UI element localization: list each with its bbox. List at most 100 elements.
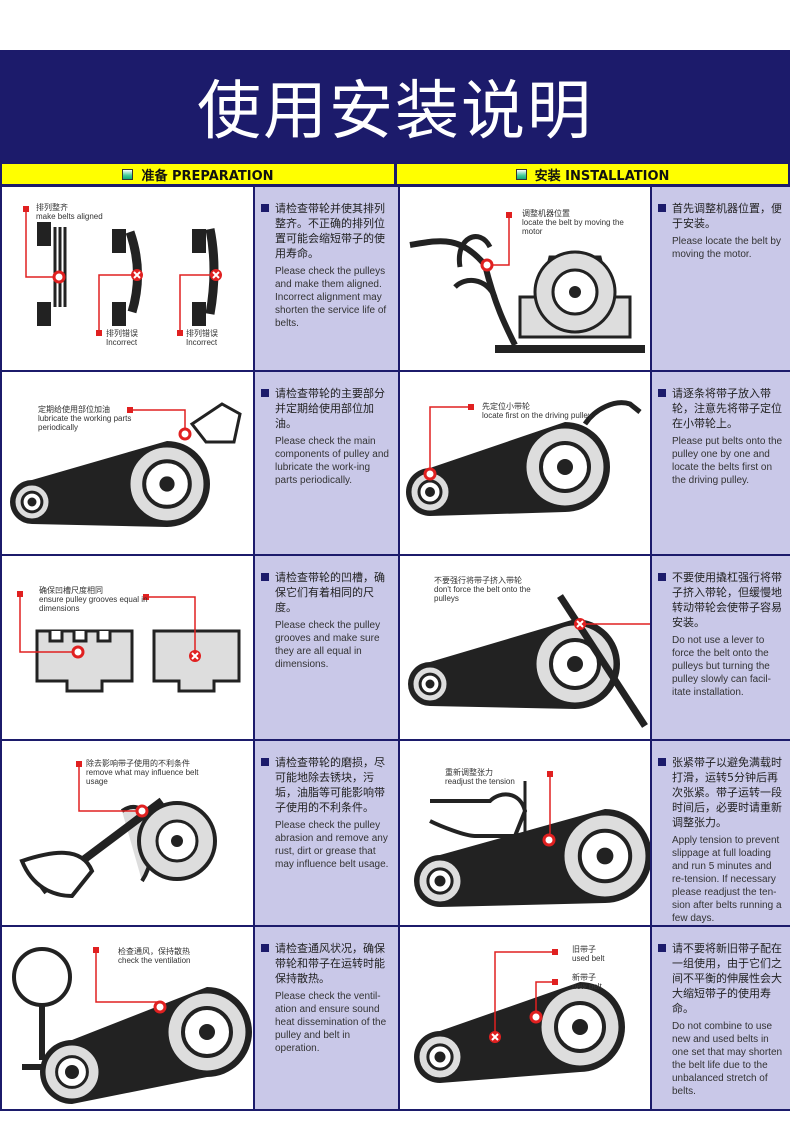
section-label: 准备 PREPARATION bbox=[141, 168, 274, 184]
instruction-en: Do not combine to use new and used belts… bbox=[672, 1020, 783, 1097]
section-label: 安装 INSTALLATION bbox=[534, 168, 670, 184]
instruction-text-left: 请检查带轮的磨损，尽可能地除去锈块，污垢，油脂等可能影响带子使用的不利条件。Pl… bbox=[255, 740, 398, 925]
marker-ok bbox=[480, 258, 494, 272]
illustration-drawing bbox=[409, 212, 645, 353]
instruction-en: Please check the pulleys and make them a… bbox=[275, 266, 387, 329]
instruction-cn: 请不要将新旧带子配在一组使用，由于它们之间不平衡的伸展性会大大缩短带子的使用寿命… bbox=[658, 941, 786, 1016]
callout-cn: 排列错误 bbox=[106, 329, 138, 338]
instruction-text-left: 请检查带轮的凹槽，确保它们有着相同的尺度。Please check the pu… bbox=[255, 556, 398, 739]
callout-cn: 旧带子 bbox=[572, 944, 596, 954]
leader-line bbox=[179, 274, 216, 333]
illustration-drawing bbox=[12, 946, 252, 1104]
page-title: 使用安装说明 bbox=[197, 75, 593, 149]
leader-line bbox=[98, 274, 137, 333]
callout-cn: 先定位小带轮 bbox=[482, 401, 530, 411]
instruction-en: Please check the main components of pull… bbox=[275, 435, 389, 486]
instruction-en: Please put belts onto the pulley one by … bbox=[672, 435, 783, 486]
leader-line bbox=[25, 209, 59, 278]
illustration-drawing bbox=[414, 770, 650, 907]
leader-line bbox=[494, 950, 555, 1037]
marker-wrong bbox=[210, 269, 222, 281]
callout-en: new belt bbox=[572, 981, 602, 991]
marker-ok bbox=[542, 833, 556, 846]
illustration-drawing bbox=[10, 401, 242, 527]
instruction-en: Please check the ventil-ation and ensure… bbox=[275, 990, 387, 1054]
section-installation: 安装 INSTALLATION bbox=[397, 164, 788, 184]
callout-en: don't force the belt onto the pulleys bbox=[434, 585, 531, 603]
leader-line bbox=[19, 594, 78, 653]
leader-line bbox=[535, 980, 555, 1017]
instruction-cn: 首先调整机器位置，便于安装。 bbox=[658, 201, 786, 231]
callout-en: Incorrect bbox=[106, 338, 138, 347]
callout-en: readjust the tension bbox=[445, 776, 515, 786]
callout-en: check the ventilation bbox=[118, 955, 191, 965]
leader-line bbox=[78, 763, 142, 812]
callout-cn: 检查通风，保持散热 bbox=[118, 946, 190, 956]
belt-drive bbox=[40, 986, 252, 1104]
belt-drive bbox=[10, 440, 210, 527]
instruction-text-left: 请检查带轮并使其排列整齐。不正确的排列位置可能会缩短带子的使用寿命。Please… bbox=[255, 187, 398, 370]
illustration-drawing bbox=[19, 760, 217, 898]
instruction-cn: 不要使用撬杠强行将带子挤入带轮，但缓慢地转动带轮会使带子容易安装。 bbox=[658, 570, 786, 630]
instruction-text-right: 首先调整机器位置，便于安装。 Please locate the belt by … bbox=[652, 187, 790, 370]
callout-cn: 重新调整张力 bbox=[445, 767, 493, 777]
marker-wrong bbox=[131, 269, 143, 281]
leader-line bbox=[146, 596, 196, 656]
instruction-en: Please check the pulley abrasion and rem… bbox=[275, 819, 389, 870]
illustration-drawing bbox=[406, 399, 642, 516]
callout-en: remove what may influence belt usage bbox=[86, 767, 199, 786]
marker-ok bbox=[153, 1000, 167, 1013]
square-icon bbox=[122, 168, 134, 180]
leader-line bbox=[130, 408, 186, 434]
callout-en: Incorrect bbox=[186, 338, 218, 347]
marker-ok bbox=[135, 804, 149, 817]
section-preparation: 准备 PREPARATION bbox=[2, 164, 394, 184]
callout-cn: 排列错误 bbox=[186, 329, 218, 338]
callout-en: locate first on the driving pulley bbox=[482, 410, 592, 420]
instruction-text-right: 不要使用撬杠强行将带子挤入带轮，但缓慢地转动带轮会使带子容易安装。Do not … bbox=[652, 556, 790, 739]
instruction-cn: 请检查通风状况，确保带轮和带子在运转时能保持散热。 bbox=[261, 941, 390, 986]
belt-drive bbox=[408, 619, 620, 709]
instruction-cn: 张紧带子以避免满载时打滑，运转5分钟后再次张紧。带子运转一段时间后，必要时请重新… bbox=[658, 755, 786, 830]
instruction-cn: 请检查带轮的磨损，尽可能地除去锈块，污垢，油脂等可能影响带子使用的不利条件。 bbox=[261, 755, 390, 815]
illustration-drawing bbox=[414, 948, 625, 1083]
instruction-en: Please locate the belt by moving the mot… bbox=[672, 236, 781, 260]
belt-drive bbox=[414, 808, 650, 907]
instruction-cn: 请检查带轮并使其排列整齐。不正确的排列位置可能会缩短带子的使用寿命。 bbox=[261, 201, 390, 261]
instruction-en: Apply tension to prevent slippage at ful… bbox=[672, 834, 782, 924]
callout-en: ensure pulley grooves equal in dimension… bbox=[39, 595, 148, 613]
leader-line bbox=[429, 405, 471, 474]
square-icon bbox=[515, 168, 527, 180]
marker-ok bbox=[71, 645, 85, 659]
instruction-cn: 请检查带轮的凹槽，确保它们有着相同的尺度。 bbox=[261, 570, 390, 615]
instruction-en: Do not use a lever to force the belt ont… bbox=[672, 635, 771, 698]
instruction-text-left: 请检查通风状况，确保带轮和带子在运转时能保持散热。Please check th… bbox=[255, 926, 398, 1109]
instruction-cn: 请检查带轮的主要部分并定期给使用部位加油。 bbox=[261, 386, 390, 431]
callout-en: used belt bbox=[572, 953, 605, 963]
callout-cn: 确保凹槽尺度相同 bbox=[39, 586, 103, 595]
marker-ok bbox=[529, 1010, 543, 1023]
instruction-cn: 请逐条将带子放入带轮，注意先将带子定位在小带轮上。 bbox=[658, 386, 786, 431]
marker-ok bbox=[52, 270, 66, 284]
callout-cn: 排列整齐 bbox=[36, 203, 68, 212]
marker-wrong bbox=[574, 618, 586, 630]
instruction-text-right: 请不要将新旧带子配在一组使用，由于它们之间不平衡的伸展性会大大缩短带子的使用寿命… bbox=[652, 926, 790, 1109]
